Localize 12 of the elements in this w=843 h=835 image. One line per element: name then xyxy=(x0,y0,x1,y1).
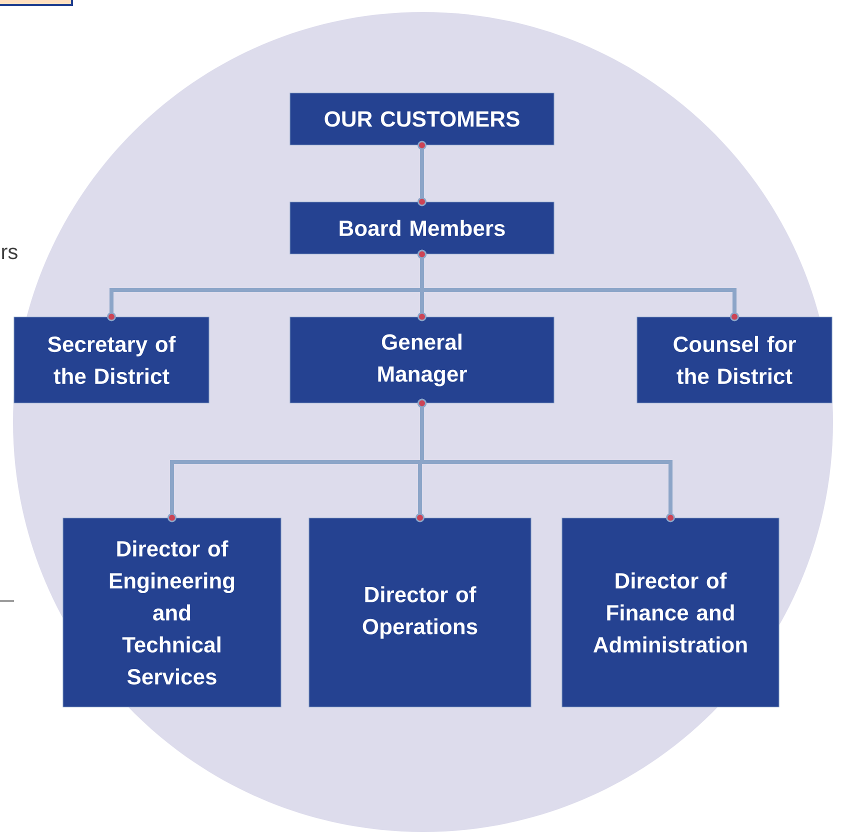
org-box: Director of Engineering and Technical Services xyxy=(62,518,282,708)
connector xyxy=(418,398,675,522)
org-box: Director of Operations xyxy=(308,518,532,708)
cut-off-text: rs xyxy=(2,248,18,260)
connector xyxy=(418,140,426,206)
org-box: Counsel for the District xyxy=(636,316,832,404)
org-box: General Manager xyxy=(290,316,554,404)
org-box: Secretary of the District xyxy=(14,316,210,404)
connector xyxy=(418,250,739,322)
org-box: Director of Finance and Administration xyxy=(562,518,780,708)
org-box: OUR CUSTOMERS xyxy=(290,92,554,146)
org-box: Board Members xyxy=(290,202,554,254)
